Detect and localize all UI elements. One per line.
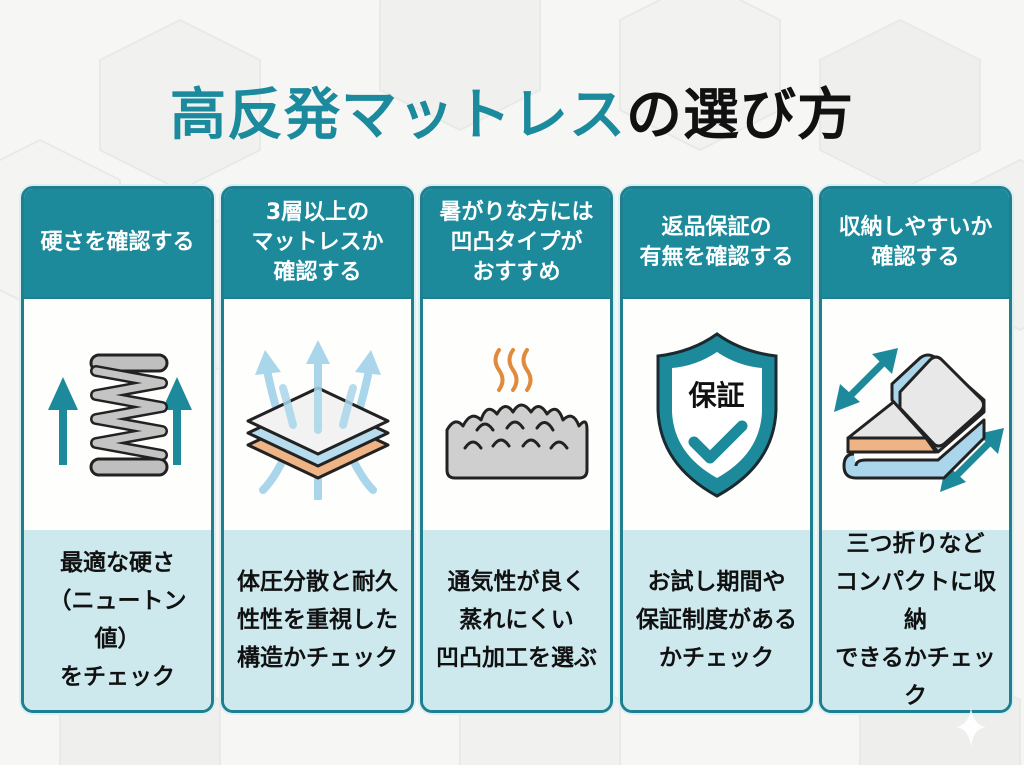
card-firmness: 硬さを確認する 最適な硬さ （ニュートン値） をチェック	[21, 186, 214, 713]
card-header: 硬さを確認する	[24, 189, 211, 297]
tips-card-row: 硬さを確認する 最適な硬さ （ニュートン値） をチェック 3層以上の	[0, 186, 1024, 714]
card-egg-crate: 暑がりな方には 凹凸タイプが おすすめ	[420, 186, 613, 713]
spring-with-up-arrows-icon	[47, 353, 192, 476]
egg-crate-foam-heat-icon	[445, 347, 588, 479]
card-header: 暑がりな方には 凹凸タイプが おすすめ	[423, 189, 610, 297]
layered-mattress-airflow-icon	[246, 339, 389, 500]
card-storage: 収納しやすいか 確認する 三つ折りなど コンパクトに収納 できるかチェック	[819, 186, 1012, 713]
page-title: 高反発マットレスの選び方	[0, 78, 1024, 154]
card-image	[224, 297, 411, 530]
card-return-guarantee: 返品保証の 有無を確認する 保証 お試し期間や 保証制度がある かチェック	[620, 186, 813, 713]
card-three-layer: 3層以上の マットレスか 確認する	[221, 186, 414, 713]
title-accent: 高反発マットレス	[170, 83, 626, 148]
card-image	[423, 297, 610, 530]
sparkle-icon	[956, 707, 986, 747]
shield-label: 保証	[688, 378, 745, 412]
card-image	[822, 297, 1009, 530]
card-description: お試し期間や 保証制度がある かチェック	[623, 530, 810, 710]
folded-mattress-icon	[833, 347, 1004, 492]
card-description: 通気性が良く 蒸れにくい 凹凸加工を選ぶ	[423, 530, 610, 710]
card-header: 返品保証の 有無を確認する	[623, 189, 810, 297]
card-image	[24, 297, 211, 530]
card-description: 体圧分散と耐久 性性を重視した 構造かチェック	[224, 530, 411, 710]
card-description: 三つ折りなど コンパクトに収納 できるかチェック	[822, 530, 1009, 710]
card-image: 保証	[623, 297, 810, 530]
card-header: 収納しやすいか 確認する	[822, 189, 1009, 297]
card-description: 最適な硬さ （ニュートン値） をチェック	[24, 530, 211, 710]
card-header: 3層以上の マットレスか 確認する	[224, 189, 411, 297]
title-suffix: の選び方	[626, 83, 854, 148]
guarantee-shield-icon: 保証	[652, 330, 782, 500]
